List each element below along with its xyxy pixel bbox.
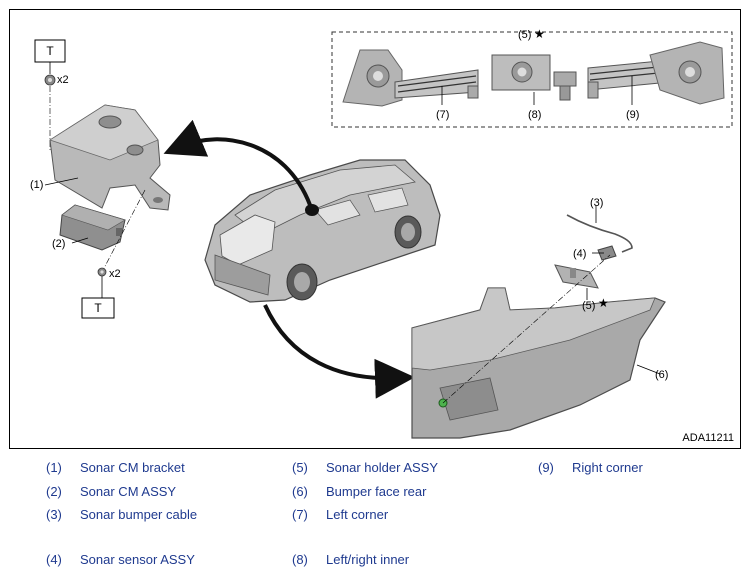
callout-2: (2) — [52, 238, 65, 250]
sonar-cm-bracket-part — [49, 104, 171, 211]
arrow-to-bracket — [163, 119, 312, 206]
callout-3: (3) — [590, 197, 603, 209]
left-corner-part — [342, 49, 479, 107]
legend-item: (1)Sonar CM bracket — [46, 460, 185, 475]
torque-box-bottom: T — [81, 297, 115, 319]
legend-item: (8)Left/right inner — [292, 552, 410, 567]
assy-nut-qty: x2 — [109, 268, 121, 280]
sensor-mount-line — [442, 254, 611, 404]
callout-1: (1) — [30, 179, 43, 191]
sonar-bumper-cable-part — [566, 214, 633, 253]
callout-4: (4) — [573, 248, 586, 260]
vehicle-illustration — [204, 159, 441, 303]
legend-item: (9)Right corner — [538, 460, 643, 475]
legend-item: (2)Sonar CM ASSY — [46, 484, 177, 499]
parts-diagram: T x2 (1) (2) x2 — [9, 9, 741, 449]
bracket-nut-qty: x2 — [57, 74, 69, 86]
holder-inset-frame — [331, 31, 733, 128]
callout-5-inset: (5) — [518, 29, 531, 41]
right-corner-part — [587, 41, 725, 105]
callout-9: (9) — [626, 109, 639, 121]
callout-8: (8) — [528, 109, 541, 121]
sonar-holder-part — [554, 264, 599, 289]
star-main: ★ — [598, 296, 609, 310]
legend-item: (5)Sonar holder ASSY — [292, 460, 439, 475]
arrow-to-bumper — [263, 304, 415, 399]
bumper-face-rear-part — [411, 287, 666, 439]
legend-item: (6)Bumper face rear — [292, 484, 427, 499]
svg-text:T: T — [94, 301, 102, 315]
legend-item: (3)Sonar bumper cable — [46, 507, 198, 522]
assy-nut-icon — [97, 267, 107, 277]
svg-text:T: T — [46, 44, 54, 58]
star-inset: ★ — [534, 27, 545, 41]
callout-7: (7) — [436, 109, 449, 121]
torque-box-top: T — [34, 39, 66, 63]
diagram-drawing: T x2 (1) (2) x2 — [30, 27, 733, 439]
sonar-sensor-part — [597, 245, 617, 261]
bracket-nut-icon — [44, 74, 56, 86]
sonar-cm-assy-part — [59, 204, 126, 251]
legend-item: (4)Sonar sensor ASSY — [46, 552, 195, 567]
left-right-inner-part — [491, 54, 577, 101]
callout-6: (6) — [655, 369, 668, 381]
parts-legend: (1)Sonar CM bracket (2)Sonar CM ASSY (3)… — [0, 452, 750, 576]
callout-5-main: (5) — [582, 300, 595, 312]
figure-id: ADA11211 — [682, 432, 734, 444]
legend-item: (7)Left corner — [292, 507, 389, 522]
